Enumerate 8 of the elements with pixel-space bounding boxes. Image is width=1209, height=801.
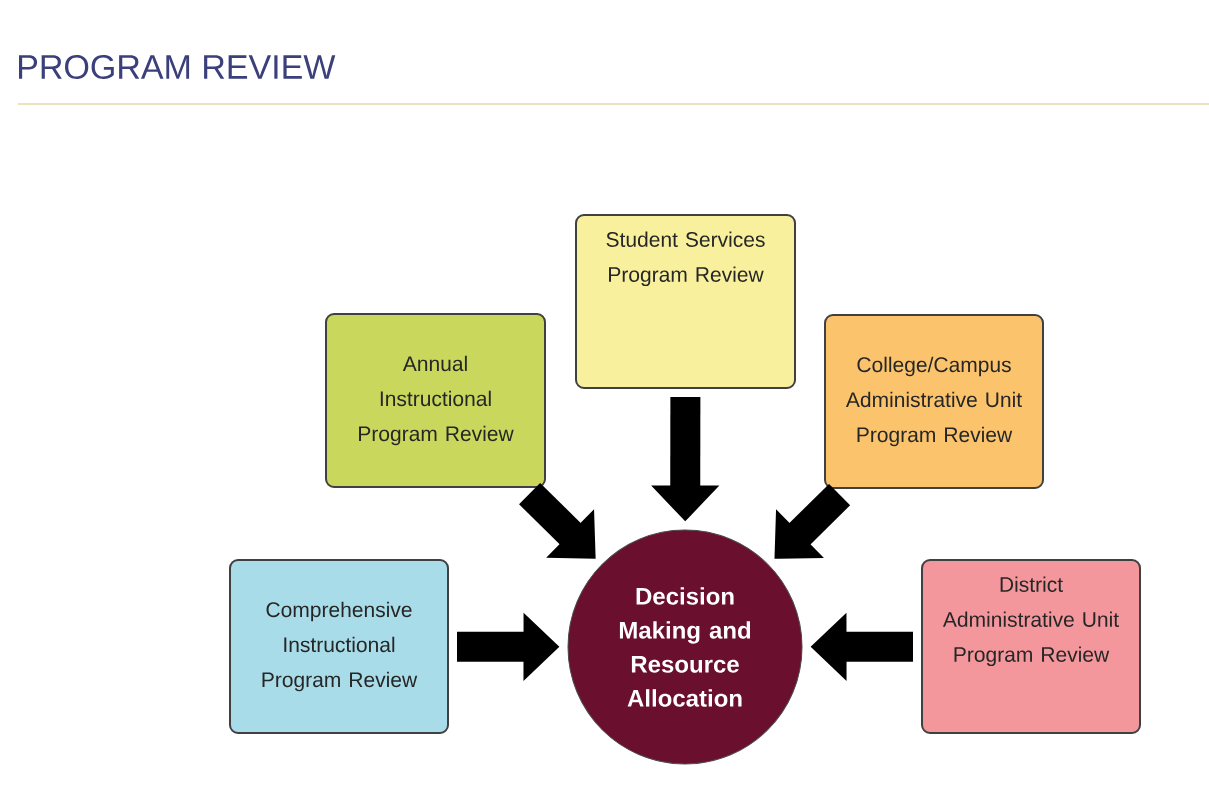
review-box: College/Campus Administrative Unit Program Review <box>824 314 1044 489</box>
page-title: PROGRAM REVIEW <box>19 54 336 80</box>
review-box: District Administrative Unit Program Review <box>921 559 1141 734</box>
review-box: Annual Instructional Program Review <box>325 313 546 488</box>
block-arrow <box>519 482 596 559</box>
review-box: Comprehensive Instructional Program Review <box>229 559 449 734</box>
review-box: Student Services Program Review <box>575 214 796 389</box>
block-arrow <box>774 483 851 559</box>
